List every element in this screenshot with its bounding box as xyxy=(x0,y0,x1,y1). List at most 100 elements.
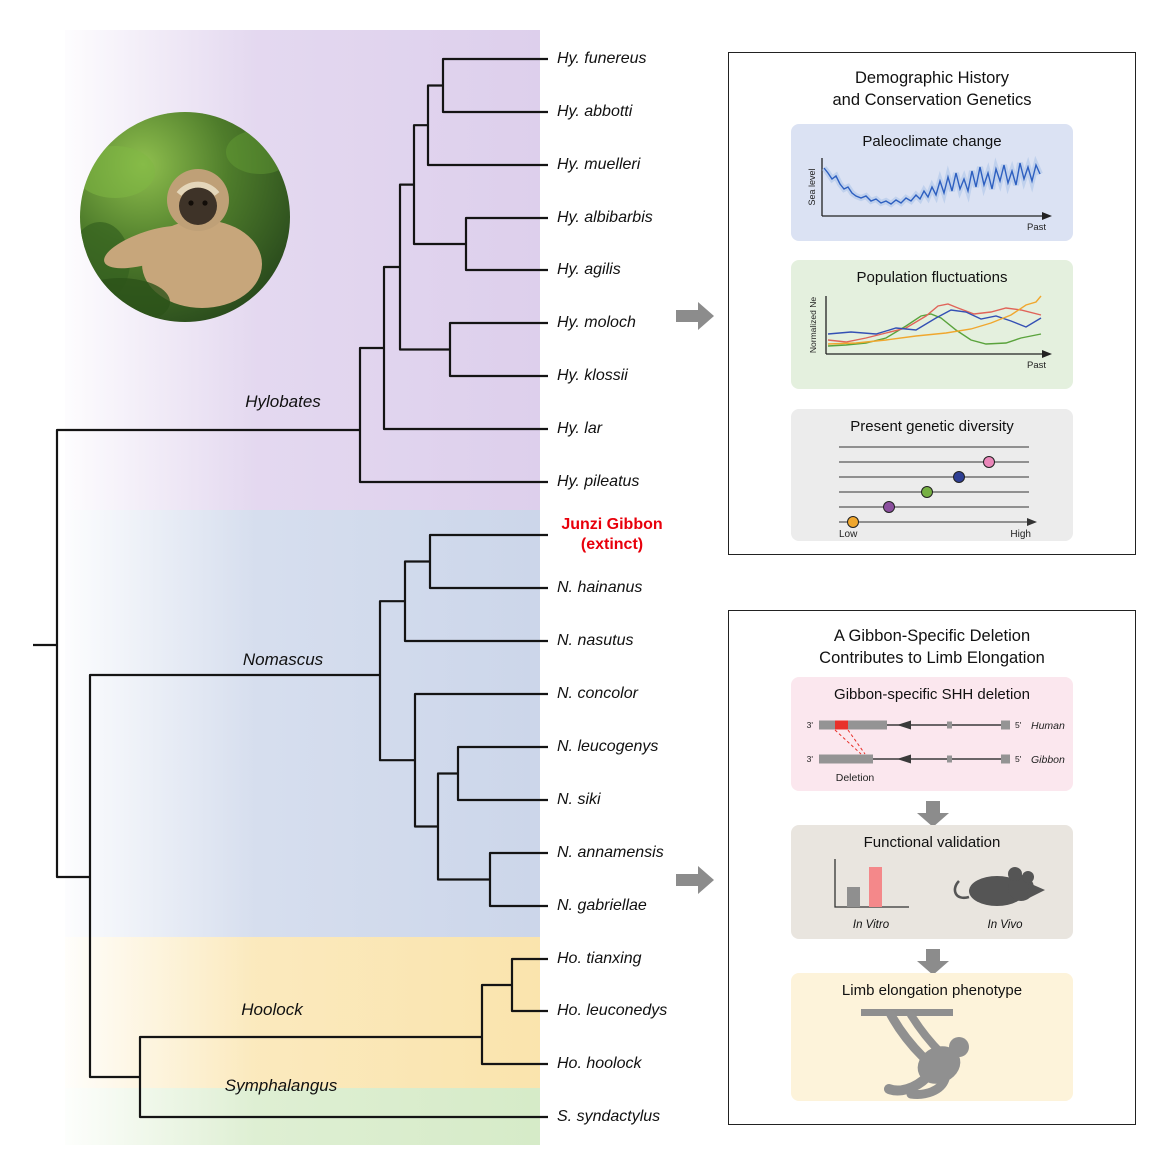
bar-chart-icon xyxy=(834,859,909,908)
gene-element xyxy=(947,755,952,763)
tree-node xyxy=(456,745,548,802)
tip-label: N. gabriellae xyxy=(557,897,647,914)
panel-limb-elongation: A Gibbon-Specific Deletion Contributes t… xyxy=(728,610,1136,1125)
diversity-dot xyxy=(883,501,895,513)
tip-label: Hy. funereus xyxy=(557,50,647,67)
tree-node xyxy=(488,851,548,908)
genus-label-symphalangus: Symphalangus xyxy=(224,1076,338,1095)
tip-label: Hy. pileatus xyxy=(557,473,640,490)
tree-node xyxy=(428,533,548,590)
functional-validation-box: Functional validation In Vitro In Vivo xyxy=(791,825,1073,939)
junzi-gibbon-extinct-note: (extinct) xyxy=(580,536,644,553)
genus-label-hoolock: Hoolock xyxy=(241,1000,303,1019)
tree-node xyxy=(382,265,548,431)
panel-title: Demographic History and Conservation Gen… xyxy=(729,53,1135,111)
panel-title-line1: A Gibbon-Specific Deletion xyxy=(833,627,1031,645)
tip-label: Ho. leuconedys xyxy=(557,1002,668,1019)
y-axis-label: Sea level xyxy=(807,168,817,205)
tree-node xyxy=(464,216,548,272)
shh-deletion-box: Gibbon-specific SHH deletion 3' 5' Human… xyxy=(791,677,1073,791)
genetic-diversity-box: Present genetic diversity Low High xyxy=(791,409,1073,541)
x-axis-label: Past xyxy=(1027,360,1046,371)
tree-node xyxy=(436,772,490,881)
panel-title-line2: and Conservation Genetics xyxy=(832,91,1032,109)
tree-node xyxy=(358,346,548,484)
diversity-high-label: High xyxy=(1010,529,1031,540)
functional-title: Functional validation xyxy=(863,834,1001,851)
tip-label: Hy. albibarbis xyxy=(557,209,653,226)
in-vitro-label: In Vitro xyxy=(852,919,890,931)
in-vivo-label: In Vivo xyxy=(987,919,1023,931)
tip-label: S. syndactylus xyxy=(557,1108,661,1125)
deletion-dashed-line xyxy=(834,729,862,755)
diversity-dot xyxy=(921,486,933,498)
diversity-low-label: Low xyxy=(839,529,858,540)
mouse-icon xyxy=(953,867,1045,906)
tree-node xyxy=(480,983,548,1066)
test-bar xyxy=(869,867,882,907)
x-axis-arrowhead xyxy=(1042,350,1052,358)
diversity-chart: Low High xyxy=(839,446,1037,540)
hang-bar xyxy=(861,1009,953,1016)
left-arrowhead-icon xyxy=(897,754,911,764)
deletion-dashed-line xyxy=(847,729,866,755)
tip-label: N. nasutus xyxy=(557,632,634,649)
x-axis-arrowhead xyxy=(1042,212,1052,220)
gene-element xyxy=(947,721,952,729)
phylogenetic-tree xyxy=(33,57,548,1119)
tree-node xyxy=(413,692,548,828)
tip-label: N. leucogenys xyxy=(557,738,659,755)
tip-label: N. hainanus xyxy=(557,579,643,596)
tip-label: Hy. muelleri xyxy=(557,156,641,173)
tip-label: Hy. moloch xyxy=(557,314,636,331)
human-deleted-segment xyxy=(835,720,848,730)
x-axis-label: Past xyxy=(1027,222,1046,233)
shh-gene-diagram: 3' 5' Human 3' 5' Gibbon xyxy=(807,720,1065,784)
shh-title: Gibbon-specific SHH deletion xyxy=(834,686,1030,703)
three-prime-label: 3' xyxy=(807,720,814,730)
genus-label-hylobates: Hylobates xyxy=(245,392,321,411)
tree-branch-hoolock-symphalangus xyxy=(138,1035,548,1119)
clade-band-nomascus xyxy=(65,510,540,937)
population-fluctuations-box: Population fluctuations Normalized Ne Pa… xyxy=(791,260,1073,389)
limb-title: Limb elongation phenotype xyxy=(841,982,1023,999)
tip-label: Ho. hoolock xyxy=(557,1055,642,1072)
diversity-dot xyxy=(847,516,859,528)
down-arrow-icon xyxy=(917,949,949,975)
panel-title-line2: Contributes to Limb Elongation xyxy=(819,649,1045,667)
y-axis-label: Normalized Ne xyxy=(808,297,818,353)
hanging-gibbon-icon xyxy=(861,1009,969,1099)
paleoclimate-title: Paleoclimate change xyxy=(862,133,1002,150)
tree-node xyxy=(426,84,548,167)
diversity-axis-arrowhead xyxy=(1027,518,1037,526)
junzi-gibbon-name: Junzi Gibbon xyxy=(561,516,663,533)
tip-label: Hy. klossii xyxy=(557,367,628,384)
human-label: Human xyxy=(1031,720,1065,732)
five-prime-label: 5' xyxy=(1015,754,1022,764)
genus-label-nomascus: Nomascus xyxy=(242,650,324,669)
gibbon-gene-bar xyxy=(819,754,873,764)
population-chart: Normalized Ne Past xyxy=(808,295,1052,371)
tree-node xyxy=(448,321,548,378)
gibbon-photo xyxy=(80,112,290,322)
diversity-dot xyxy=(953,471,965,483)
deletion-label: Deletion xyxy=(836,772,875,784)
tree-backbone-lower xyxy=(88,673,380,1079)
gene-element xyxy=(1001,754,1010,764)
down-arrow-icon xyxy=(917,801,949,827)
tree-node xyxy=(403,560,548,643)
tip-label: Hy. lar xyxy=(557,420,603,437)
diversity-dot xyxy=(983,456,995,468)
tip-label: N. annamensis xyxy=(557,844,664,861)
clade-band-hoolock xyxy=(65,937,540,1088)
panel-demographic-history: Demographic History and Conservation Gen… xyxy=(728,52,1136,555)
tip-label: Hy. agilis xyxy=(557,261,621,278)
five-prime-label: 5' xyxy=(1015,720,1022,730)
right-arrow-icon xyxy=(676,866,714,894)
ne-line-blue xyxy=(827,309,1042,335)
right-arrow-icon xyxy=(676,302,714,330)
tree-node xyxy=(441,57,548,114)
tree-node xyxy=(412,124,466,246)
control-bar xyxy=(847,887,860,907)
